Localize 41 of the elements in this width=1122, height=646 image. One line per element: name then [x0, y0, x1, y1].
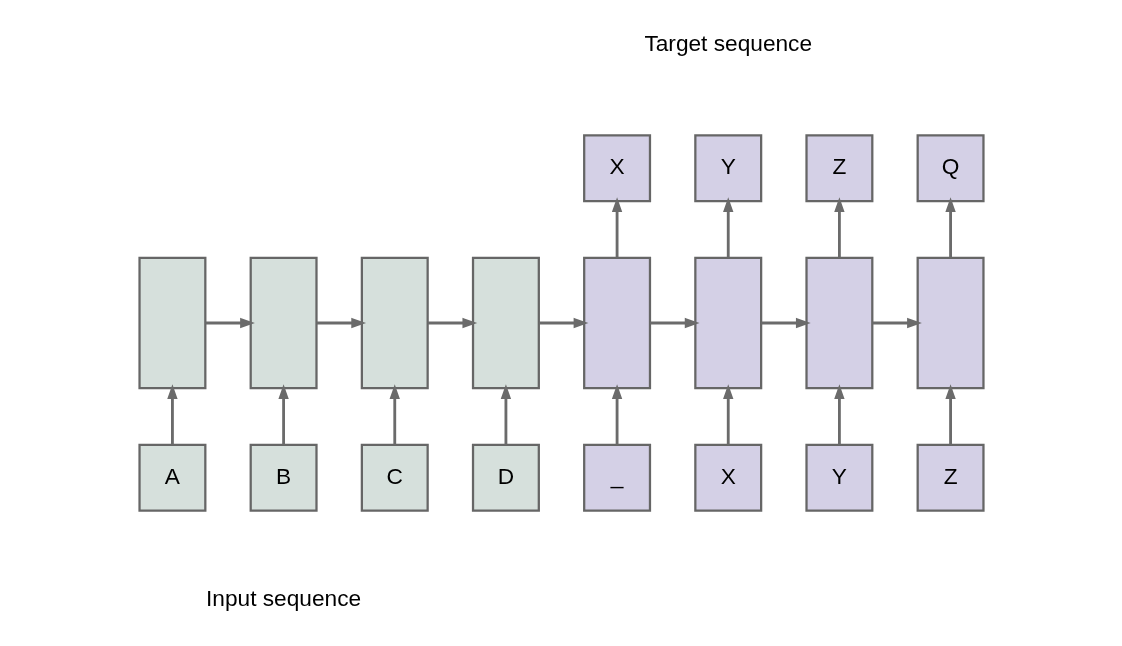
arrow	[760, 317, 811, 329]
label: Target sequence	[643, 30, 812, 57]
arrow	[500, 384, 511, 445]
arrow	[649, 317, 700, 329]
node-box	[582, 256, 651, 390]
arrow	[204, 317, 255, 329]
node-box: X	[582, 134, 651, 203]
node-box: Z	[804, 134, 873, 203]
node-box: X	[693, 443, 762, 512]
arrow	[722, 384, 733, 445]
arrow	[944, 197, 956, 258]
arrow	[611, 197, 622, 258]
node-box: Z	[916, 443, 985, 512]
arrow	[166, 384, 178, 445]
node-box: C	[360, 443, 429, 512]
node-box	[916, 256, 985, 390]
node-box	[249, 256, 318, 390]
arrow	[871, 317, 922, 329]
arrow	[316, 317, 366, 329]
arrow	[427, 317, 477, 329]
node-box: B	[249, 443, 318, 512]
node-box	[804, 256, 873, 390]
node-box: _	[582, 443, 651, 512]
node-box: A	[137, 443, 206, 512]
arrow	[538, 317, 588, 329]
arrow	[722, 197, 733, 258]
arrow	[277, 384, 289, 445]
arrow	[389, 384, 400, 445]
node-box: Y	[693, 134, 762, 203]
arrow	[833, 384, 845, 445]
node-box: Y	[804, 443, 873, 512]
node-box	[693, 256, 762, 390]
label: Input sequence	[205, 585, 361, 612]
arrow	[611, 384, 622, 445]
node-box	[360, 256, 429, 390]
node-box	[471, 256, 540, 390]
arrow	[833, 197, 845, 258]
node-box: Q	[916, 134, 985, 203]
node-box: D	[471, 443, 540, 512]
arrow	[944, 384, 956, 445]
node-box	[137, 256, 206, 390]
